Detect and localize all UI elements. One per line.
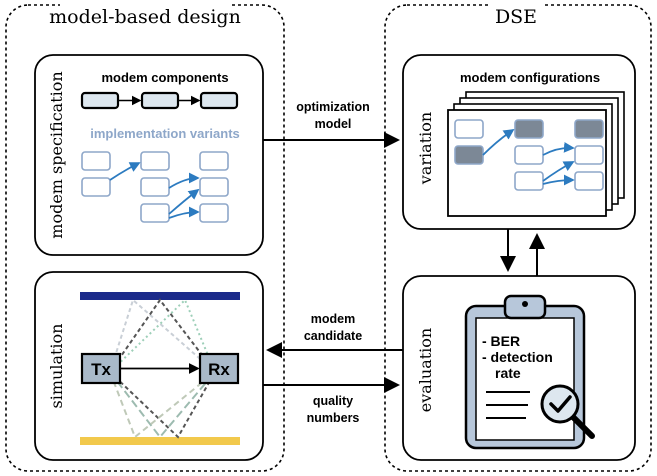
top-channel-bar xyxy=(80,292,240,300)
modem-configurations-label: modem configurations xyxy=(460,70,600,85)
rx-label: Rx xyxy=(208,360,230,379)
variant-arrow xyxy=(168,206,200,219)
config-block xyxy=(454,145,484,165)
tx-block xyxy=(80,352,122,385)
config-block xyxy=(574,119,604,139)
evaluation-side-label: evaluation xyxy=(416,328,435,413)
variant-block xyxy=(81,177,111,197)
magnifier-check-icon xyxy=(540,384,595,439)
multipath-line xyxy=(109,298,216,373)
variant-block xyxy=(140,203,170,223)
variation-side-label: variation xyxy=(416,112,435,185)
multipath-line xyxy=(109,371,216,439)
optimization-label: optimization xyxy=(296,100,370,114)
model-label: model xyxy=(315,117,352,131)
variant-arrow xyxy=(168,172,200,189)
evaluation-box: evaluation - BER - detection rate xyxy=(402,275,636,461)
tx-label: Tx xyxy=(91,360,111,379)
modem-components-label: modem components xyxy=(101,70,228,85)
variant-block xyxy=(199,203,229,223)
config-block xyxy=(574,145,604,165)
component-block xyxy=(140,91,180,110)
quality-label: quality xyxy=(313,394,353,408)
variation-box: variation modem configurations xyxy=(402,54,636,230)
variant-arrow xyxy=(168,188,200,215)
variant-block xyxy=(199,151,229,171)
numbers-label: numbers xyxy=(307,411,360,425)
right-panel-title-bg xyxy=(488,2,544,30)
config-block xyxy=(514,171,544,191)
clipboard-icon xyxy=(464,294,586,450)
config-block xyxy=(514,119,544,139)
variant-block xyxy=(199,177,229,197)
candidate-label: candidate xyxy=(304,329,362,343)
variant-block xyxy=(140,151,170,171)
multipath-line xyxy=(109,298,216,373)
metric-detection: - detection xyxy=(482,349,553,365)
modem-label: modem xyxy=(311,312,355,326)
metric-rate: rate xyxy=(495,365,521,381)
config-block xyxy=(514,145,544,165)
multipath-line xyxy=(109,371,216,439)
simulation-side-label: simulation xyxy=(47,324,66,409)
modem-specification-box: modem specification modem components imp… xyxy=(34,54,264,256)
metric-ber: - BER xyxy=(482,333,520,349)
config-arrow xyxy=(542,174,575,186)
config-arrow xyxy=(482,129,515,156)
config-arrow xyxy=(542,161,575,182)
component-block xyxy=(80,91,120,110)
config-block xyxy=(454,119,484,139)
right-panel-title: DSE xyxy=(495,6,537,28)
variant-arrow xyxy=(109,162,141,181)
config-arrow xyxy=(542,142,575,156)
multipath-line xyxy=(109,371,216,439)
config-block xyxy=(574,171,604,191)
multipath-line xyxy=(109,298,216,373)
component-block xyxy=(199,91,239,110)
left-panel-title-bg xyxy=(60,2,232,30)
bottom-channel-bar xyxy=(80,437,240,445)
variant-block xyxy=(140,177,170,197)
rx-block xyxy=(198,352,240,385)
implementation-variants-label: implementation variants xyxy=(90,126,240,141)
modem-specification-side-label: modem specification xyxy=(47,71,66,238)
simulation-box: simulation Tx Rx xyxy=(34,271,264,461)
left-panel-title: model-based design xyxy=(49,6,241,28)
variant-block xyxy=(81,151,111,171)
